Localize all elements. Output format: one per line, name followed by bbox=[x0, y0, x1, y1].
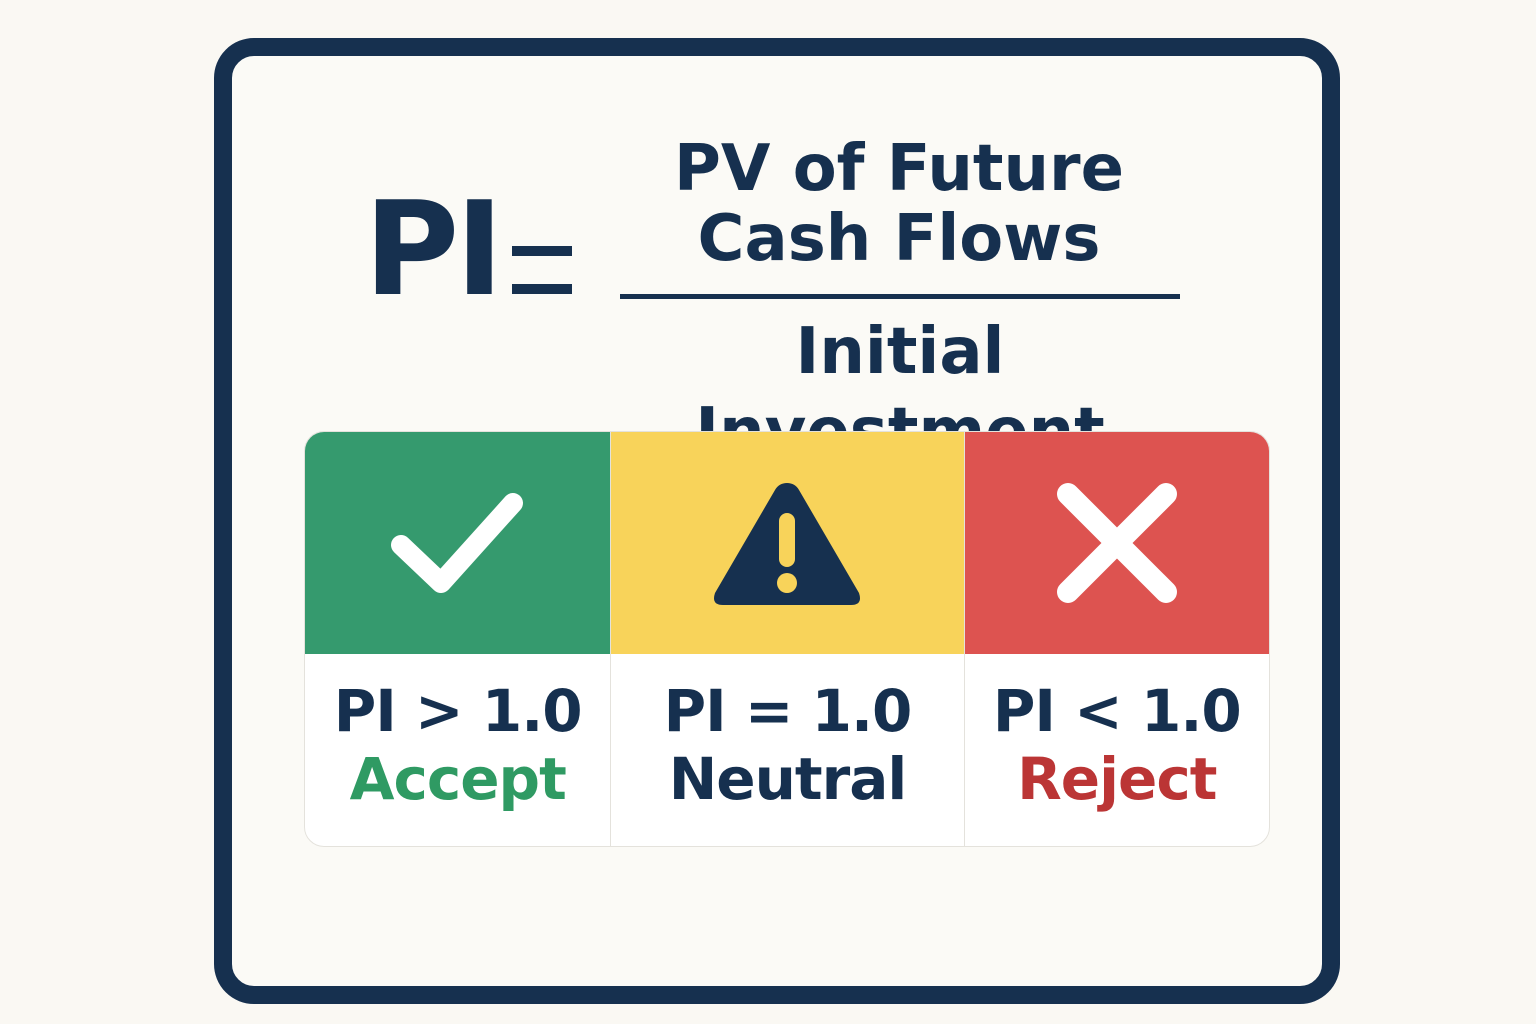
equals-bar-bottom bbox=[512, 284, 572, 294]
numerator-line-1: PV of Future bbox=[673, 132, 1125, 206]
checkmark-icon bbox=[390, 493, 523, 593]
reject-icon-area bbox=[964, 432, 1269, 654]
warning-icon bbox=[714, 483, 861, 605]
rule-reject: PI < 1.0 Reject bbox=[964, 432, 1269, 846]
neutral-verdict: Neutral bbox=[668, 745, 908, 813]
equals-sign bbox=[512, 246, 572, 296]
decision-rules-panel: PI > 1.0 Accept PI = 1.0 Neutral bbox=[304, 431, 1270, 847]
neutral-label-area: PI = 1.0 Neutral bbox=[611, 654, 963, 846]
rule-neutral: PI = 1.0 Neutral bbox=[611, 432, 965, 846]
numerator-line-2: Cash Flows bbox=[697, 202, 1101, 276]
neutral-icon-area bbox=[611, 432, 964, 654]
pi-formula: PI PV of Future Cash Flows Initial Inves… bbox=[232, 56, 1322, 469]
x-icon bbox=[1056, 483, 1177, 603]
neutral-condition: PI = 1.0 bbox=[663, 677, 913, 745]
formula-lhs: PI bbox=[364, 173, 504, 325]
reject-condition: PI < 1.0 bbox=[992, 677, 1242, 745]
accept-label-area: PI > 1.0 Accept bbox=[305, 654, 610, 846]
equals-bar-top bbox=[512, 246, 572, 256]
accept-icon-area bbox=[305, 432, 611, 654]
accept-condition: PI > 1.0 bbox=[333, 677, 583, 745]
fraction-bar bbox=[620, 294, 1180, 299]
reject-label-area: PI < 1.0 Reject bbox=[965, 654, 1269, 846]
rule-accept: PI > 1.0 Accept bbox=[305, 432, 612, 846]
accept-verdict: Accept bbox=[349, 745, 567, 813]
card-frame: PI PV of Future Cash Flows Initial Inves… bbox=[214, 38, 1340, 1004]
formula-numerator: PV of Future Cash Flows bbox=[620, 134, 1178, 274]
reject-verdict: Reject bbox=[1017, 745, 1217, 813]
